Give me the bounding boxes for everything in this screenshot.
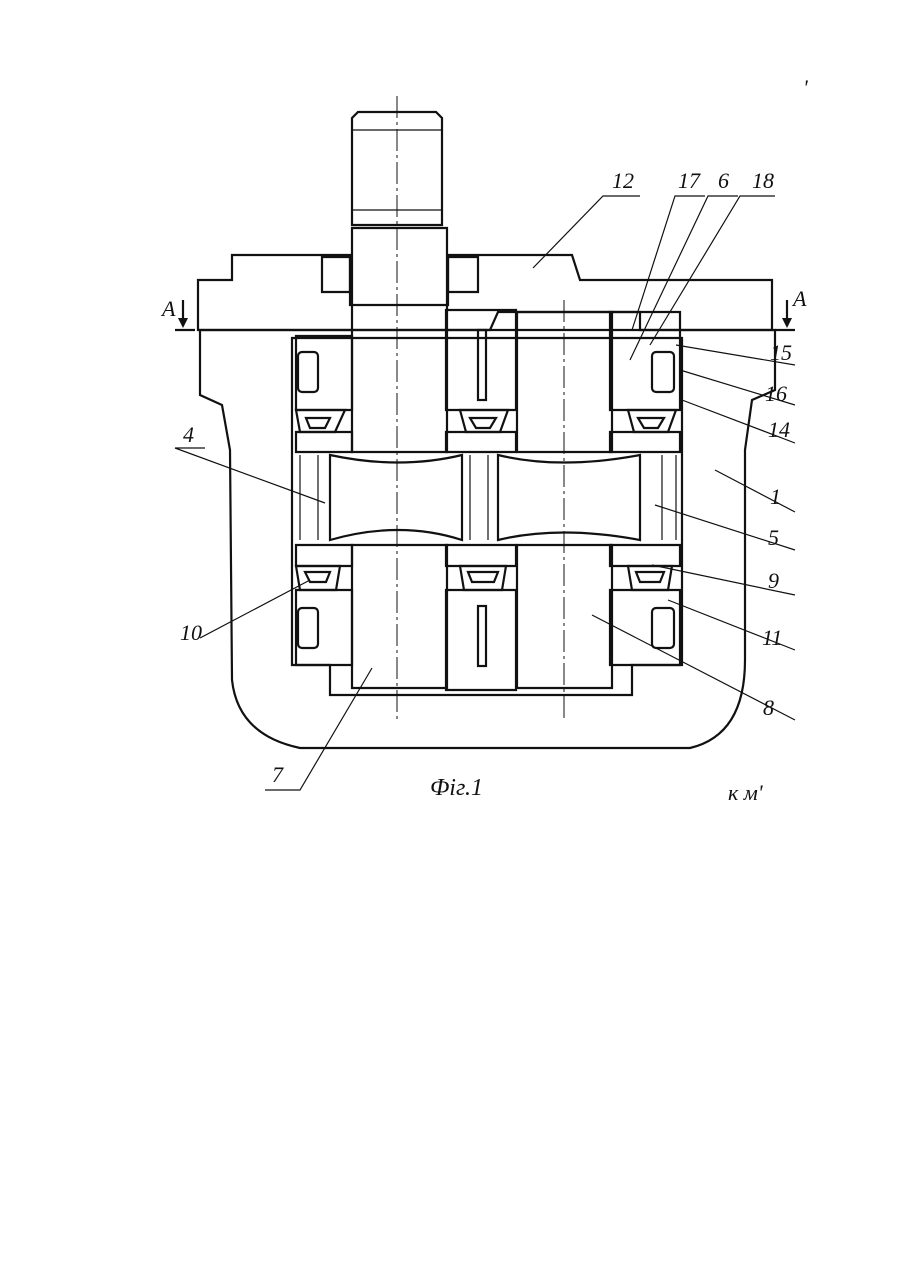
cover <box>198 255 772 330</box>
gear-right <box>470 455 676 540</box>
section-mark-left: A <box>160 296 176 321</box>
label-5: 5 <box>768 525 779 550</box>
upper-bushing-center <box>446 310 516 410</box>
section-mark-right: A <box>791 286 807 311</box>
gear-left <box>300 455 462 540</box>
upper-bushing-left <box>296 336 352 410</box>
label-11: 11 <box>762 625 782 650</box>
label-10: 10 <box>180 620 202 645</box>
upper-bushing-right <box>610 312 680 410</box>
label-17: 17 <box>678 168 701 193</box>
label-15: 15 <box>770 340 792 365</box>
label-6: 6 <box>718 168 729 193</box>
section-marks: A A <box>160 286 807 330</box>
label-12: 12 <box>612 168 634 193</box>
label-4: 4 <box>183 422 194 447</box>
upper-seals <box>296 410 680 452</box>
label-1: 1 <box>770 484 781 509</box>
label-14: 14 <box>768 417 790 442</box>
bottom-scribble: к м' <box>728 780 763 805</box>
lower-bushing-center <box>446 590 516 690</box>
label-8: 8 <box>763 695 774 720</box>
label-7: 7 <box>272 762 284 787</box>
label-16: 16 <box>765 381 787 406</box>
lower-bushing-right <box>610 590 680 665</box>
label-18: 18 <box>752 168 774 193</box>
lower-seals <box>296 545 680 590</box>
lower-bushing-left <box>296 590 352 665</box>
leader-lines <box>175 196 795 790</box>
center-lines <box>397 96 564 720</box>
corner-mark: ' <box>803 75 808 100</box>
figure-caption: Фіг.1 <box>430 775 483 801</box>
drive-shaft <box>352 112 447 688</box>
label-9: 9 <box>768 568 779 593</box>
